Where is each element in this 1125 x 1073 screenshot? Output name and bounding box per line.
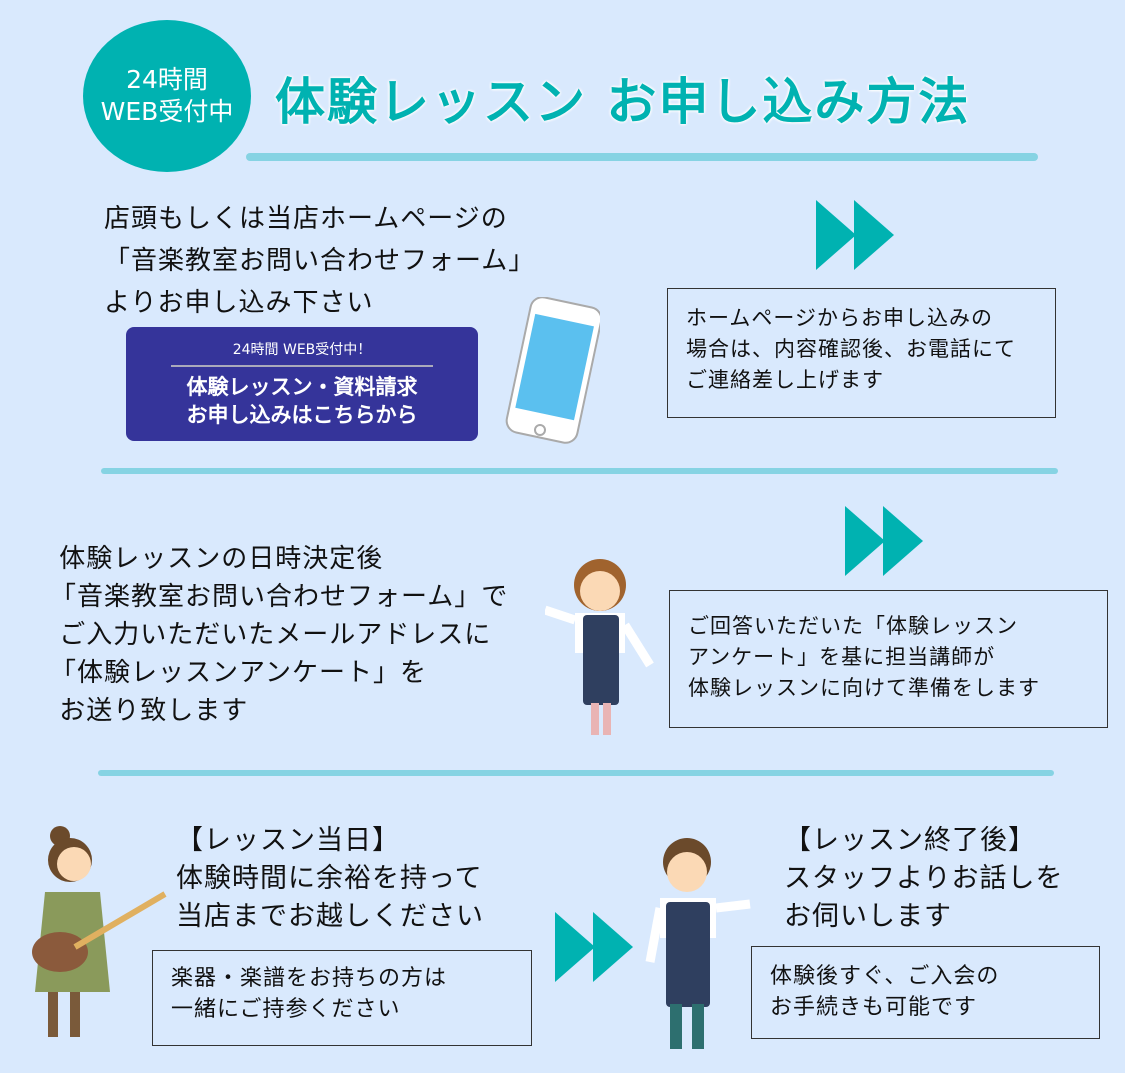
badge-line2: WEB受付中 [100, 97, 234, 126]
smartphone-icon [505, 297, 600, 444]
cta-line2: お申し込みはこちらから [186, 403, 418, 427]
badge-line1: 24時間 [126, 65, 208, 94]
divider [101, 468, 1058, 474]
staff-man-illustration [645, 838, 751, 1049]
staff-woman-illustration [545, 559, 654, 735]
cta-top: 24時間 WEB受付中！ [232, 342, 372, 358]
double-arrow-icon [555, 912, 633, 982]
page-title: 体験レッスン お申し込み方法 [275, 73, 971, 131]
web-reception-badge: 24時間 WEB受付中 [83, 20, 251, 172]
cta-line1: 体験レッスン・資料請求 [186, 375, 418, 399]
double-arrow-icon [845, 506, 923, 576]
step4-note: 体験後すぐ、ご入会の お手続きも可能です [751, 946, 1100, 1039]
step3-note: 楽器・楽譜をお持ちの方は 一緒にご持参ください [152, 950, 532, 1046]
cta-divider [171, 365, 433, 367]
step1-note: ホームページからお申し込みの 場合は、内容確認後、お電話にて ご連絡差し上げます [667, 288, 1056, 418]
apply-button[interactable]: 24時間 WEB受付中！ 体験レッスン・資料請求 お申し込みはこちらから [126, 327, 478, 441]
step4-text: 【レッスン終了後】 スタッフよりお話しを お伺いします [784, 825, 1064, 932]
guitarist-illustration [32, 826, 167, 1037]
step3-text: 【レッスン当日】 体験時間に余裕を持って 当店までお越しください [176, 825, 484, 932]
step1-text: 店頭もしくは当店ホームページの 「音楽教室お問い合わせフォーム」 よりお申し込み… [104, 204, 536, 318]
divider [246, 153, 1038, 161]
step2-text: 体験レッスンの日時決定後 「音楽教室お問い合わせフォーム」で ご入力いただいたメ… [50, 544, 509, 726]
divider [98, 770, 1054, 776]
double-arrow-icon [816, 200, 894, 270]
step2-note: ご回答いただいた「体験レッスン アンケート」を基に担当講師が 体験レッスンに向け… [669, 590, 1108, 728]
